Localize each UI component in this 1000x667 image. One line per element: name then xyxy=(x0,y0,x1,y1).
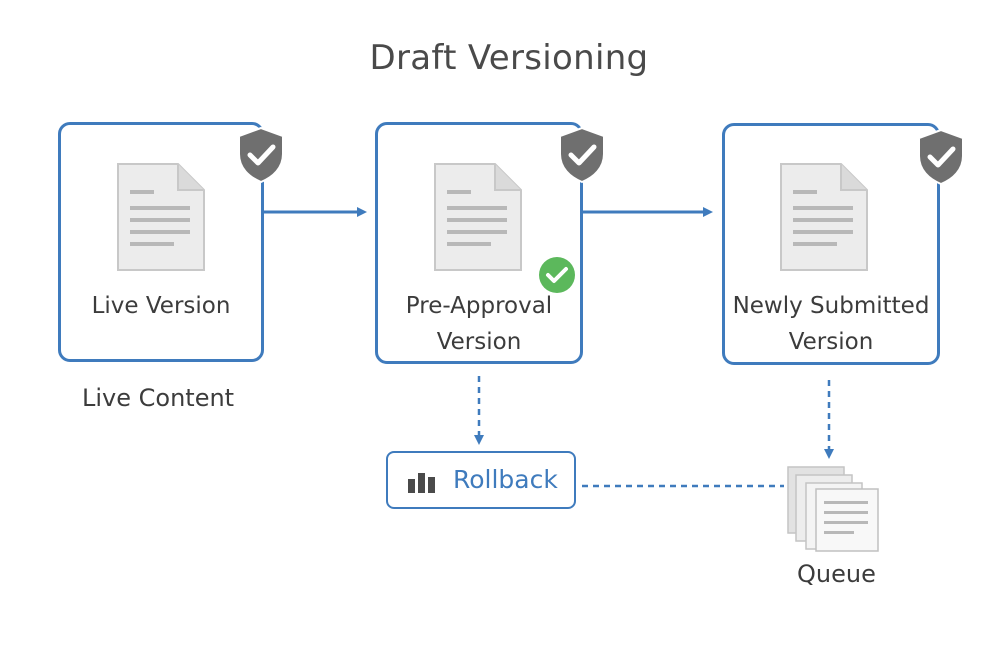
stacked-documents-icon xyxy=(787,466,879,552)
bar-chart-icon xyxy=(408,473,435,493)
shield-check-icon xyxy=(918,128,964,186)
rollback-button[interactable]: Rollback xyxy=(386,451,576,509)
queue-label: Queue xyxy=(797,560,876,588)
document-icon xyxy=(117,163,205,271)
card-label-newly-submitted-line1: Newly Submitted xyxy=(732,293,930,319)
approved-check-icon xyxy=(539,257,575,293)
page-title: Draft Versioning xyxy=(369,38,649,78)
rollback-label: Rollback xyxy=(453,465,558,494)
card-pre-approval-version[interactable]: Pre-Approval Version xyxy=(375,122,583,364)
card-label-newly-submitted-line2: Version xyxy=(788,329,874,355)
card-label-pre-approval-line2: Version xyxy=(436,329,522,355)
shield-check-icon xyxy=(559,126,605,184)
document-icon xyxy=(780,163,868,271)
document-icon xyxy=(434,163,522,271)
card-live-version[interactable]: Live Version xyxy=(58,122,264,362)
live-content-label: Live Content xyxy=(82,384,235,412)
card-label-live-version: Live Version xyxy=(91,293,231,319)
card-label-pre-approval-line1: Pre-Approval xyxy=(405,293,553,319)
card-newly-submitted-version[interactable]: Newly Submitted Version xyxy=(722,123,940,365)
shield-check-icon xyxy=(238,126,284,184)
